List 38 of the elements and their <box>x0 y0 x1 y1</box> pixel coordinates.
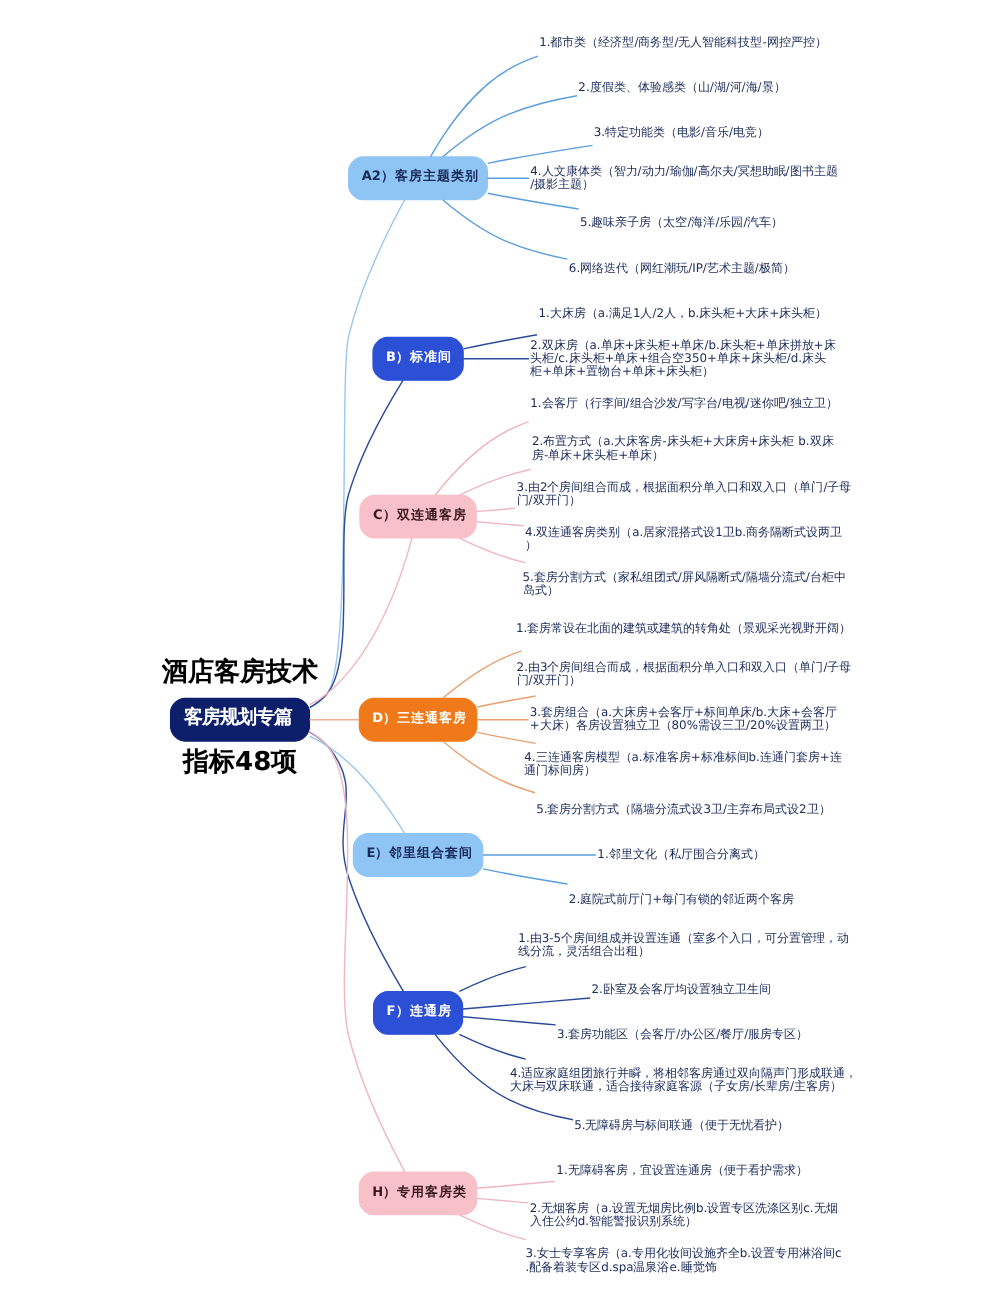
connector <box>458 1033 527 1060</box>
label: 指标48项 <box>183 748 298 779</box>
connector <box>475 507 516 513</box>
connector <box>458 965 527 993</box>
connector <box>487 144 594 165</box>
connector <box>487 192 580 210</box>
connector <box>475 520 525 527</box>
connector <box>442 650 523 699</box>
connector <box>476 695 537 708</box>
connector <box>462 1016 557 1026</box>
connector <box>308 718 360 721</box>
connector <box>462 334 538 350</box>
connector <box>458 1214 527 1241</box>
connector <box>429 55 539 158</box>
connector <box>458 468 532 496</box>
connector <box>434 1033 574 1121</box>
connector <box>482 854 597 856</box>
node-box: 客房规划专篇 <box>169 697 311 742</box>
connector <box>308 735 406 834</box>
connector <box>476 1180 556 1189</box>
connector <box>458 537 527 564</box>
connector <box>309 379 404 709</box>
connector <box>308 537 413 706</box>
connector <box>462 358 530 360</box>
connector <box>462 997 591 1010</box>
connector <box>482 868 569 885</box>
connector <box>442 199 569 260</box>
connector <box>476 718 530 721</box>
connector <box>434 420 530 496</box>
connector <box>442 740 536 794</box>
connector <box>476 731 537 745</box>
connector <box>442 95 578 158</box>
connector <box>309 199 406 709</box>
connector <box>308 731 405 992</box>
connector <box>476 1197 530 1204</box>
connector <box>486 177 530 179</box>
connector <box>308 730 406 1173</box>
label: 酒店客房技术 <box>162 658 319 689</box>
